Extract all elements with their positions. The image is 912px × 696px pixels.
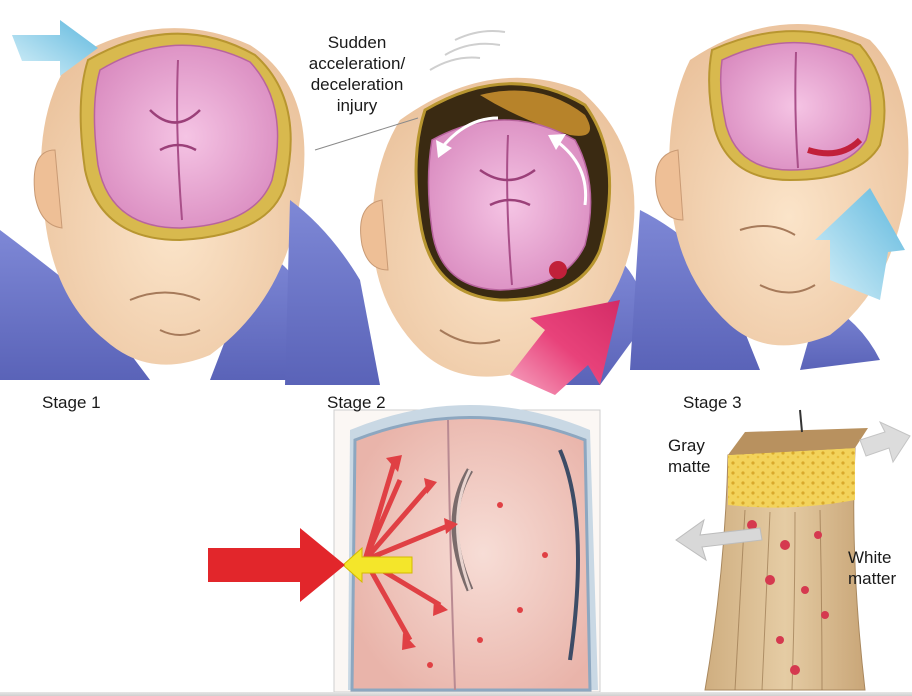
white-matter-label: White matter <box>848 547 896 589</box>
shear-arrow-right <box>860 422 910 462</box>
stage3-label: Stage 3 <box>683 392 742 413</box>
lateral-force-red-arrow <box>208 528 345 602</box>
stage2-label: Stage 2 <box>327 392 386 413</box>
axial-section-panel <box>334 405 600 692</box>
callout-line-3: deceleration <box>292 74 422 95</box>
bottom-rule <box>0 692 912 696</box>
stage2-motion-lines <box>430 31 505 70</box>
stage3-figure <box>630 24 908 370</box>
callout-line-4: injury <box>292 95 422 116</box>
gray-matter-label: Gray matte <box>668 435 711 477</box>
tissue-pin <box>800 410 802 432</box>
stage3-ear <box>656 150 683 220</box>
white-matter-line-1: White <box>848 547 896 568</box>
gray-matter-line-2: matte <box>668 456 711 477</box>
stage2-contusion <box>549 261 567 279</box>
tissue-gray-matter <box>728 448 855 508</box>
callout-line-2: acceleration/ <box>292 53 422 74</box>
callout-line-1: Sudden <box>292 32 422 53</box>
callout-label: Sudden acceleration/ deceleration injury <box>292 32 422 116</box>
white-matter-line-2: matter <box>848 568 896 589</box>
stage1-figure <box>0 20 304 380</box>
stage1-label: Stage 1 <box>42 392 101 413</box>
gray-matter-line-1: Gray <box>668 435 711 456</box>
stage1-brain <box>94 45 277 228</box>
